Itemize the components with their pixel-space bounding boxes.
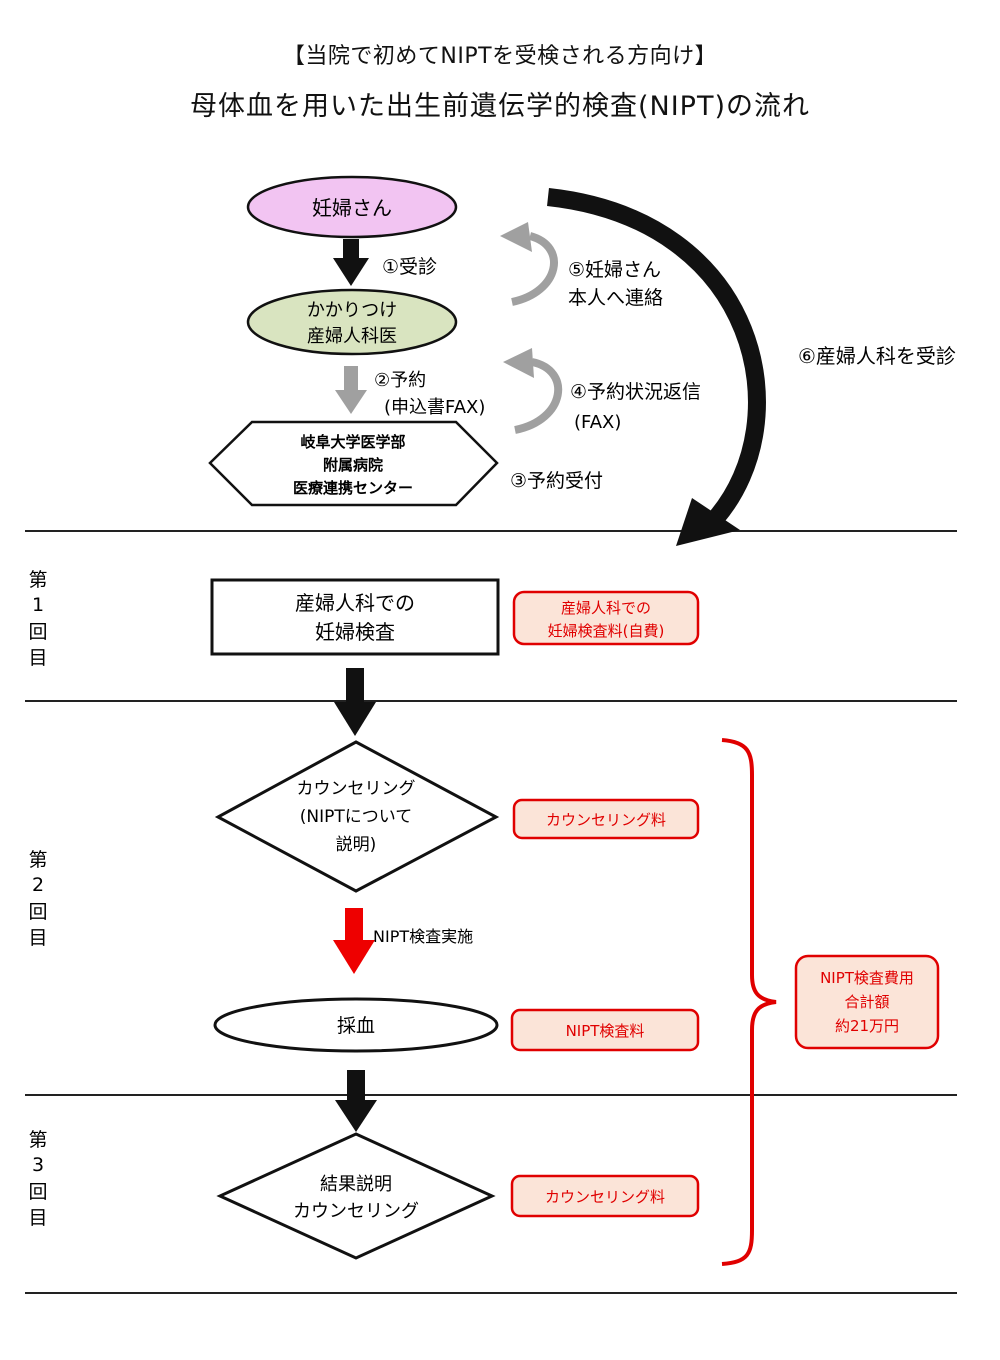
fee-total-line1: NIPT検査費用 <box>820 969 914 987</box>
page-subtitle: 【当院で初めてNIPTを受検される方向け】 <box>282 44 718 69</box>
visit2-char: 2 <box>32 874 44 896</box>
curved-arrow-step5 <box>500 222 558 306</box>
step1-label: ①受診 <box>382 256 437 278</box>
arrow-nipt <box>333 908 375 974</box>
node-center-line1: 岐阜大学医学部 <box>300 433 405 451</box>
visit1-char: 第 <box>28 569 47 591</box>
arrow-step1 <box>333 239 369 286</box>
visit-label-3: 第 3 回 目 <box>28 1129 47 1229</box>
node-obgyn-line1: かかりつけ <box>307 300 397 321</box>
step6-label: ⑥産婦人科を受診 <box>798 344 956 368</box>
node-counseling: カウンセリング (NIPTについて 説明) <box>214 740 500 893</box>
step2-label-line1: ②予約 <box>374 370 426 391</box>
node-prenatal-exam: 産婦人科での 妊婦検査 <box>210 578 500 656</box>
node-exam-line1: 産婦人科での <box>295 591 415 615</box>
curved-arrow-step4 <box>503 348 563 434</box>
visit1-char: 目 <box>28 647 47 669</box>
visit2-char: 第 <box>28 849 47 871</box>
visit3-char: 第 <box>28 1129 47 1151</box>
arrow-step2 <box>335 366 367 414</box>
node-result-line1: 結果説明 <box>320 1174 392 1195</box>
node-blood-draw: 採血 <box>213 997 499 1053</box>
node-counsel-line2: (NIPTについて <box>300 807 413 827</box>
fee-counsel1-label: カウンセリング料 <box>546 811 666 829</box>
node-counsel-line3: 説明) <box>336 835 377 855</box>
arrow-visit2-to-3 <box>335 1070 377 1132</box>
node-result-line2: カウンセリング <box>293 1201 419 1222</box>
fee-box-exam: 産婦人科での 妊婦検査料(自費) <box>512 590 700 646</box>
visit1-char: 1 <box>32 594 44 616</box>
node-exam-line2: 妊婦検査 <box>315 620 395 644</box>
step5-label-line2: 本人へ連絡 <box>568 287 663 309</box>
node-obgyn: かかりつけ 産婦人科医 <box>246 288 458 356</box>
step4-label-line2: (FAX) <box>574 412 621 433</box>
fee-total-line3: 約21万円 <box>835 1017 899 1035</box>
node-center-line2: 附属病院 <box>323 456 383 474</box>
visit3-char: 回 <box>28 1181 47 1203</box>
page-title: 母体血を用いた出生前遺伝学的検査(NIPT)の流れ <box>189 91 810 122</box>
fee-box-nipt: NIPT検査料 <box>510 1008 700 1052</box>
visit2-char: 目 <box>28 927 47 949</box>
step3-label: ③予約受付 <box>510 470 603 492</box>
node-center-line3: 医療連携センター <box>293 479 413 497</box>
visit-label-1: 第 1 回 目 <box>28 569 47 669</box>
fee-exam-line2: 妊婦検査料(自費) <box>548 622 665 640</box>
fee-box-counseling-1: カウンセリング料 <box>512 798 700 840</box>
step4-label-line1: ④予約状況返信 <box>570 381 701 403</box>
fee-box-total: NIPT検査費用 合計額 約21万円 <box>794 954 940 1050</box>
fee-nipt-label: NIPT検査料 <box>566 1022 645 1040</box>
node-pregnant-woman: 妊婦さん <box>246 175 458 239</box>
curved-arrow-step6 <box>547 188 766 546</box>
node-result-counseling: 結果説明 カウンセリング <box>216 1132 496 1260</box>
visit3-char: 目 <box>28 1207 47 1229</box>
node-blood-draw-label: 採血 <box>337 1015 375 1037</box>
node-medical-center: 岐阜大学医学部 附属病院 医療連携センター <box>208 420 499 507</box>
visit2-char: 回 <box>28 901 47 923</box>
red-brace <box>721 738 777 1266</box>
step5-label-line1: ⑤妊婦さん <box>568 259 661 281</box>
visit1-char: 回 <box>28 621 47 643</box>
visit3-char: 3 <box>32 1154 44 1176</box>
fee-total-line2: 合計額 <box>844 993 889 1011</box>
arrow-visit1-to-2 <box>334 668 376 736</box>
fee-exam-line1: 産婦人科での <box>561 599 651 617</box>
node-obgyn-line2: 産婦人科医 <box>307 326 397 347</box>
nipt-step-label: NIPT検査実施 <box>373 927 473 946</box>
visit-label-2: 第 2 回 目 <box>28 849 47 949</box>
step2-label-line2: (申込書FAX) <box>384 397 485 418</box>
node-counsel-line1: カウンセリング <box>297 779 416 799</box>
fee-counsel2-label: カウンセリング料 <box>545 1188 665 1206</box>
node-pregnant-woman-label: 妊婦さん <box>312 196 392 220</box>
fee-box-counseling-2: カウンセリング料 <box>510 1174 700 1218</box>
